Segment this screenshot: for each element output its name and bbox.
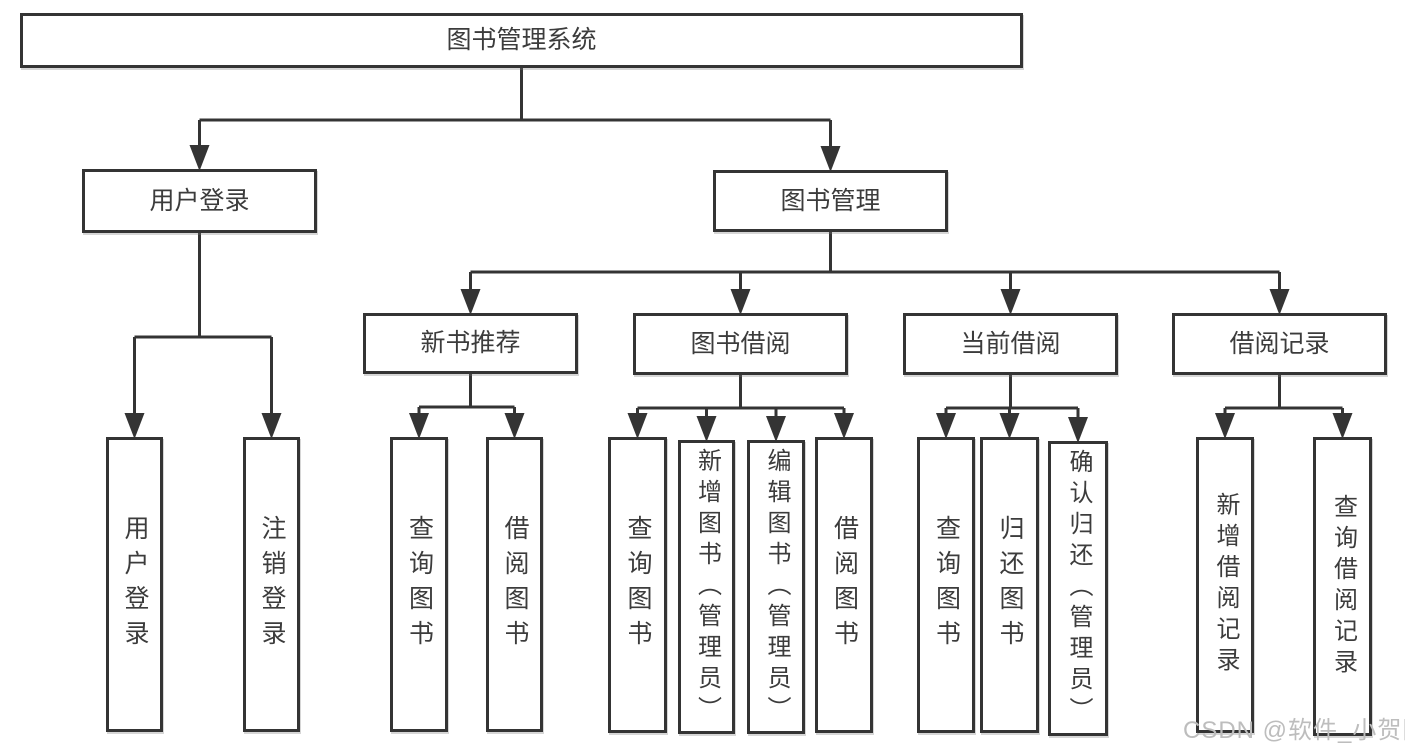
arrowhead-icon — [460, 289, 481, 315]
node-label-leaf-user-login: 用户登录 — [121, 514, 149, 655]
node-label-leaf-return-book: 归还图书 — [996, 515, 1024, 655]
arrowhead-icon — [1068, 417, 1088, 443]
arrowhead-icon — [696, 416, 717, 442]
node-book-borrow: 图书借阅 — [633, 313, 848, 375]
arrowhead-icon — [936, 413, 956, 439]
node-label-leaf-query-record: 查询借阅记录 — [1329, 493, 1357, 680]
node-leaf-borrow-book-2: 借阅图书 — [815, 437, 873, 733]
arrowhead-icon — [409, 413, 429, 439]
node-root: 图书管理系统 — [20, 13, 1023, 68]
arrowhead-icon — [766, 416, 786, 442]
connector-user-login — [133, 233, 273, 417]
arrowhead-icon — [124, 413, 145, 439]
node-book-mgmt: 图书管理 — [713, 170, 948, 232]
node-leaf-query-record: 查询借阅记录 — [1313, 437, 1372, 736]
arrowhead-icon — [627, 413, 648, 439]
arrowhead-icon — [1000, 289, 1021, 315]
arrowhead-icon — [504, 413, 525, 439]
node-leaf-query-book-1: 查询图书 — [390, 437, 448, 732]
node-label-leaf-add-book: 新增图书（管理员） — [693, 447, 721, 727]
arrowhead-icon — [999, 413, 1020, 439]
node-label-leaf-query-book-2: 查询图书 — [624, 515, 652, 655]
node-label-leaf-logout: 注销登录 — [258, 514, 286, 655]
node-leaf-query-book-2: 查询图书 — [608, 437, 667, 733]
node-current-borrow: 当前借阅 — [903, 313, 1118, 375]
connector-new-book-rec — [417, 374, 516, 417]
node-label-root: 图书管理系统 — [446, 26, 597, 54]
node-label-book-mgmt: 图书管理 — [780, 186, 881, 215]
arrowhead-icon — [1269, 289, 1290, 315]
connector-book-borrow — [636, 375, 846, 420]
node-new-book-rec: 新书推荐 — [363, 313, 578, 374]
node-leaf-add-book: 新增图书（管理员） — [678, 440, 735, 734]
node-label-book-borrow: 图书借阅 — [690, 329, 791, 358]
node-label-user-login: 用户登录 — [149, 186, 250, 215]
node-leaf-edit-book: 编辑图书（管理员） — [747, 440, 805, 734]
connector-current-borrow — [944, 375, 1080, 421]
arrowhead-icon — [261, 413, 282, 439]
arrowhead-icon — [1215, 413, 1235, 439]
node-label-current-borrow: 当前借阅 — [960, 329, 1061, 358]
node-leaf-query-book-3: 查询图书 — [917, 437, 975, 733]
arrowhead-icon — [820, 146, 841, 172]
node-leaf-borrow-book-1: 借阅图书 — [486, 437, 543, 732]
node-label-leaf-confirm-return: 确认归还（管理员） — [1065, 449, 1092, 728]
node-label-leaf-borrow-book-2: 借阅图书 — [830, 515, 859, 655]
node-leaf-return-book: 归还图书 — [980, 437, 1039, 733]
node-leaf-add-record: 新增借阅记录 — [1196, 437, 1254, 733]
node-label-leaf-edit-book: 编辑图书（管理员） — [763, 447, 790, 727]
connector-book-mgmt — [469, 232, 1281, 293]
arrowhead-icon — [189, 145, 210, 171]
node-label-leaf-query-book-3: 查询图书 — [932, 515, 961, 655]
arrowhead-icon — [1332, 413, 1353, 439]
arrowhead-icon — [730, 289, 751, 315]
arrowhead-icon — [834, 413, 854, 439]
node-label-borrow-records: 借阅记录 — [1229, 329, 1330, 358]
node-leaf-confirm-return: 确认归还（管理员） — [1048, 441, 1108, 736]
node-label-leaf-add-record: 新增借阅记录 — [1212, 492, 1239, 678]
connector-root — [198, 68, 832, 150]
node-borrow-records: 借阅记录 — [1172, 313, 1387, 375]
node-leaf-logout: 注销登录 — [243, 437, 300, 732]
node-user-login: 用户登录 — [82, 169, 317, 233]
node-leaf-user-login: 用户登录 — [106, 437, 163, 732]
connector-borrow-records — [1223, 375, 1344, 417]
node-label-leaf-borrow-book-1: 借阅图书 — [501, 514, 529, 655]
node-label-leaf-query-book-1: 查询图书 — [405, 514, 434, 655]
node-label-new-book-rec: 新书推荐 — [420, 329, 521, 357]
